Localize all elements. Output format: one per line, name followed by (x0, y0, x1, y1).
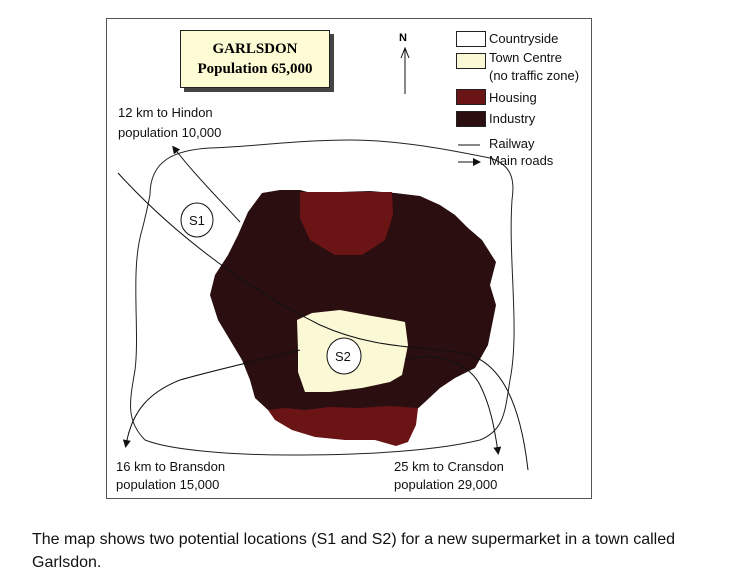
bransdon-population-label: population 15,000 (116, 477, 220, 492)
north-arrow-head (400, 46, 410, 59)
cransdon-population-label: population 29,000 (394, 477, 498, 492)
site-s1-label: S1 (189, 213, 205, 228)
bransdon-distance-label: 16 km to Bransdon (116, 459, 226, 474)
legend-label-housing: Housing (489, 90, 537, 105)
legend-swatch-countryside (456, 31, 486, 47)
legend-label-main-roads: Main roads (489, 153, 554, 168)
north-label: N (399, 32, 407, 44)
site-s2-marker (326, 337, 362, 375)
road-to-cransdon (404, 356, 502, 455)
legend-label-town-centre: Town Centre (489, 50, 562, 65)
legend-label-railway: Railway (489, 136, 535, 151)
housing-south (268, 406, 418, 446)
title-box: GARLSDON Population 65,000 (180, 30, 330, 88)
legend-swatch-town-centre (456, 53, 486, 69)
town-population: Population 65,000 (197, 61, 313, 77)
hindon-population-label: population 10,000 (118, 125, 222, 140)
legend-label-countryside: Countryside (489, 31, 559, 46)
legend-swatch-industry (456, 111, 486, 127)
road-to-bransdon (122, 349, 301, 448)
industry-zone (210, 190, 496, 430)
cransdon-distance-label: 25 km to Cransdon (394, 459, 504, 474)
legend-swatch-housing (456, 89, 486, 105)
town-name: GARLSDON (212, 41, 298, 57)
site-s1-marker (180, 202, 214, 238)
railway-line (117, 172, 529, 471)
site-s2-label: S2 (335, 349, 351, 364)
map-caption: The map shows two potential locations (S… (32, 531, 675, 571)
housing-north (300, 192, 393, 255)
legend-label-industry: Industry (489, 111, 536, 126)
legend-label-town-centre-note: (no traffic zone) (489, 68, 580, 83)
hindon-distance-label: 12 km to Hindon (118, 105, 213, 120)
road-to-hindon (172, 145, 241, 223)
